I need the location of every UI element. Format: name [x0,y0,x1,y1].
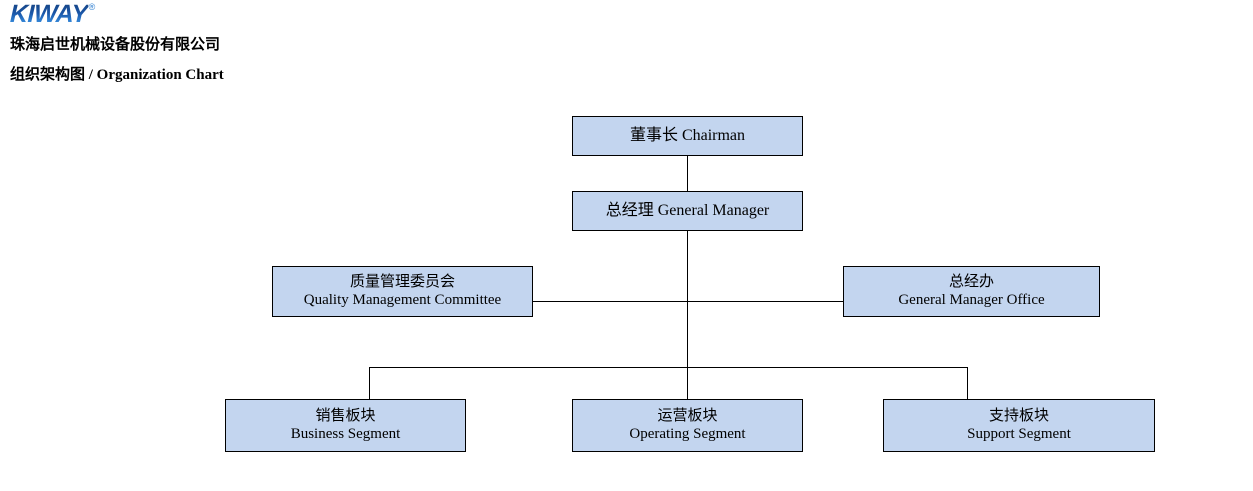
connector-drop-business-segment [369,367,371,399]
connector-general-manager-spine [687,231,689,367]
connector-drop-operating-segment [687,367,689,399]
connector-segment-bus [369,367,968,369]
connector-drop-support-segment [967,367,969,399]
node-support-segment-label-cn: 支持板块 [988,407,1049,424]
page-header: KIWAY ® 珠海启世机械设备股份有限公司 组织架构图 / Organizat… [0,0,1253,95]
company-name: 珠海启世机械设备股份有限公司 [10,37,221,53]
kiway-logo: KIWAY ® [10,0,96,28]
registered-trademark-icon: ® [88,2,96,12]
page-title: 组织架构图 / Organization Chart [10,67,224,83]
node-business-segment-label-en: Business Segment [290,425,401,442]
node-general-manager-label: 总经理 General Manager [605,201,770,219]
node-business-segment[interactable]: 销售板块 Business Segment [225,399,466,452]
node-operating-segment[interactable]: 运营板块 Operating Segment [572,399,803,452]
node-quality-management-committee-label-en: Quality Management Committee [303,291,502,308]
connector-spine-to-gm-office [687,301,843,303]
connector-chairman-to-general-manager [687,156,689,191]
node-support-segment[interactable]: 支持板块 Support Segment [883,399,1155,452]
node-quality-management-committee[interactable]: 质量管理委员会 Quality Management Committee [272,266,533,317]
node-general-manager-office-label-cn: 总经办 [948,273,994,290]
node-operating-segment-label-en: Operating Segment [629,425,746,442]
node-support-segment-label-en: Support Segment [967,425,1071,442]
node-business-segment-label-cn: 销售板块 [315,407,376,424]
node-quality-management-committee-label-cn: 质量管理委员会 [349,273,455,290]
connector-quality-committee-to-spine [533,301,688,303]
node-chairman[interactable]: 董事长 Chairman [572,116,803,156]
node-general-manager[interactable]: 总经理 General Manager [572,191,803,231]
node-operating-segment-label-cn: 运营板块 [657,407,718,424]
node-chairman-label: 董事长 Chairman [629,126,746,144]
node-general-manager-office[interactable]: 总经办 General Manager Office [843,266,1100,317]
node-general-manager-office-label-en: General Manager Office [898,291,1045,308]
